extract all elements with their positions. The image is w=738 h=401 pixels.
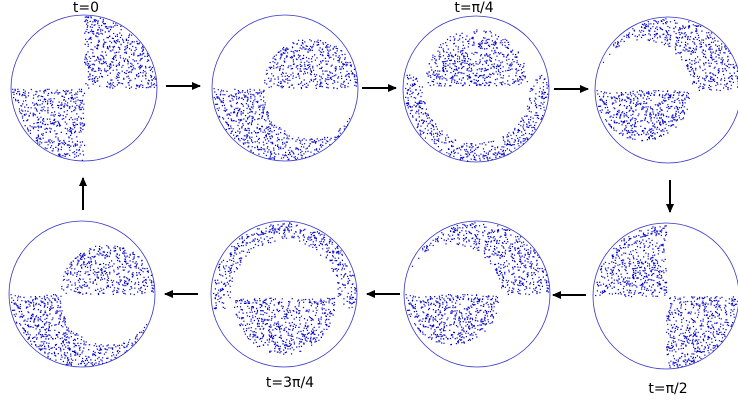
panel-5	[592, 222, 738, 370]
label-t-3pi-4: t=3π/4	[266, 375, 314, 391]
panel-outline	[402, 15, 550, 163]
panel-outline	[10, 14, 158, 162]
particle-dots	[213, 222, 357, 355]
panel-outline	[8, 220, 156, 368]
particle-dots	[12, 16, 157, 161]
panel-outline	[594, 16, 738, 164]
panel-4	[594, 16, 738, 164]
label-t-pi-4: t=π/4	[454, 0, 493, 16]
particle-dots	[405, 29, 549, 162]
arrows-group	[79, 82, 674, 299]
label-t-pi-2: t=π/2	[648, 381, 687, 397]
panel-outline	[592, 222, 738, 370]
panels-group	[8, 14, 738, 370]
panel-outline	[403, 220, 551, 368]
panel-outline	[210, 220, 358, 368]
panel-1	[10, 14, 158, 162]
particle-dots	[405, 222, 550, 346]
panel-7	[210, 220, 358, 368]
particle-dots	[596, 18, 738, 142]
panel-6	[403, 220, 551, 368]
particle-dots	[595, 225, 738, 369]
particle-dots	[213, 39, 358, 161]
particle-dots	[10, 245, 155, 367]
panel-outline	[211, 14, 359, 162]
panel-8	[8, 220, 156, 368]
panel-3	[402, 15, 550, 163]
label-t0: t=0	[73, 0, 99, 16]
panel-2	[211, 14, 359, 162]
